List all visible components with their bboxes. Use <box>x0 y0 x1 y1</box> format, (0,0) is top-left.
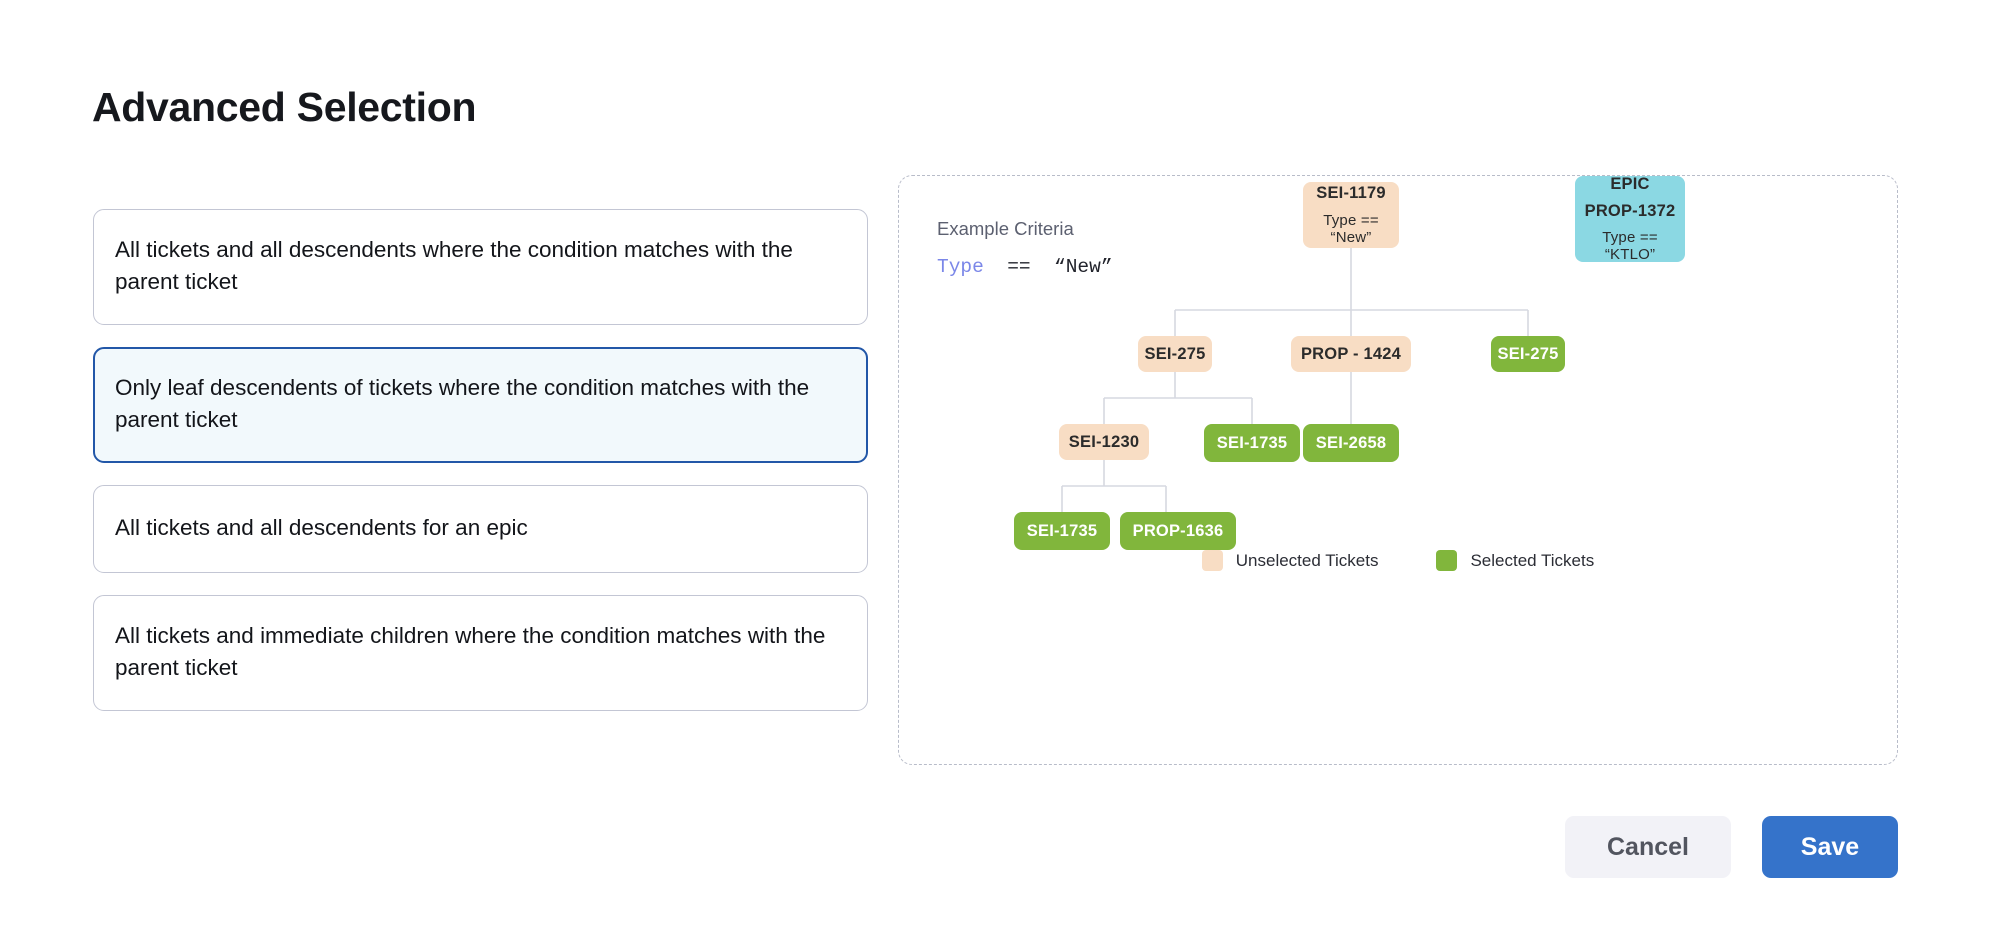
diagram-legend: Unselected Tickets Selected Tickets <box>899 550 1897 571</box>
legend-label: Selected Tickets <box>1470 550 1595 570</box>
node-id: SEI-1230 <box>1068 432 1140 451</box>
node-id: SEI-1735 <box>1216 433 1288 452</box>
node-id: SEI-2658 <box>1315 433 1387 452</box>
option-card-leaf-descendents[interactable]: Only leaf descendents of tickets where t… <box>93 346 868 463</box>
node-id: SEI-275 <box>1144 344 1206 363</box>
criteria-operator: == <box>1007 256 1031 278</box>
option-label: All tickets and all descendents for an e… <box>115 514 528 540</box>
example-criteria-expression: Type == “New” <box>937 256 1113 278</box>
tree-node-prop-1636[interactable]: PROP-1636 <box>1120 512 1236 550</box>
tree-node-sei-1179[interactable]: SEI-1179 Type == “New” <box>1303 182 1399 248</box>
node-condition: Type == “KTLO” <box>1602 229 1658 263</box>
cancel-button[interactable]: Cancel <box>1565 816 1731 878</box>
node-id: SEI-1179 <box>1316 184 1386 202</box>
option-label: All tickets and immediate children where… <box>115 622 826 680</box>
node-kind: EPIC <box>1610 175 1650 193</box>
dialog-footer: Cancel Save <box>1565 816 1898 878</box>
legend-label: Unselected Tickets <box>1235 550 1379 570</box>
node-id: SEI-275 <box>1497 344 1559 363</box>
option-card-epic-descendents[interactable]: All tickets and all descendents for an e… <box>93 484 868 573</box>
node-condition: Type == “New” <box>1323 212 1379 246</box>
tree-node-epic-prop-1372[interactable]: EPIC PROP-1372 Type == “KTLO” <box>1575 175 1685 263</box>
tree-node-sei-275-unselected[interactable]: SEI-275 <box>1138 336 1212 372</box>
save-button[interactable]: Save <box>1762 816 1898 878</box>
criteria-value: “New” <box>1054 256 1113 278</box>
legend-swatch-unselected-icon <box>1201 550 1223 571</box>
option-card-immediate-children[interactable]: All tickets and immediate children where… <box>93 594 868 711</box>
tree-node-sei-2658[interactable]: SEI-2658 <box>1303 424 1399 462</box>
node-id: SEI-1735 <box>1026 521 1098 540</box>
example-criteria-label: Example Criteria <box>937 218 1074 239</box>
option-label: All tickets and all descendents where th… <box>115 237 793 294</box>
selection-options-list: All tickets and all descendents where th… <box>93 209 868 711</box>
legend-item-selected: Selected Tickets <box>1436 550 1594 571</box>
tree-node-sei-1735-level4[interactable]: SEI-1735 <box>1014 512 1110 550</box>
tree-node-sei-1230[interactable]: SEI-1230 <box>1059 424 1149 460</box>
example-diagram-panel: Example Criteria Type == “New” <box>898 175 1898 765</box>
page-title: Advanced Selection <box>92 84 477 131</box>
option-label: Only leaf descendents of tickets where t… <box>115 374 810 432</box>
option-card-all-descendents[interactable]: All tickets and all descendents where th… <box>93 209 868 325</box>
node-id: PROP-1372 <box>1584 202 1676 220</box>
node-id: PROP-1636 <box>1132 521 1224 540</box>
legend-swatch-selected-icon <box>1436 550 1458 571</box>
tree-node-sei-275-selected[interactable]: SEI-275 <box>1491 336 1565 372</box>
tree-node-sei-1735-level3[interactable]: SEI-1735 <box>1204 424 1300 462</box>
legend-item-unselected: Unselected Tickets <box>1201 550 1379 571</box>
tree-node-prop-1424[interactable]: PROP - 1424 <box>1291 336 1411 372</box>
criteria-field: Type <box>937 256 984 278</box>
node-id: PROP - 1424 <box>1300 344 1402 363</box>
